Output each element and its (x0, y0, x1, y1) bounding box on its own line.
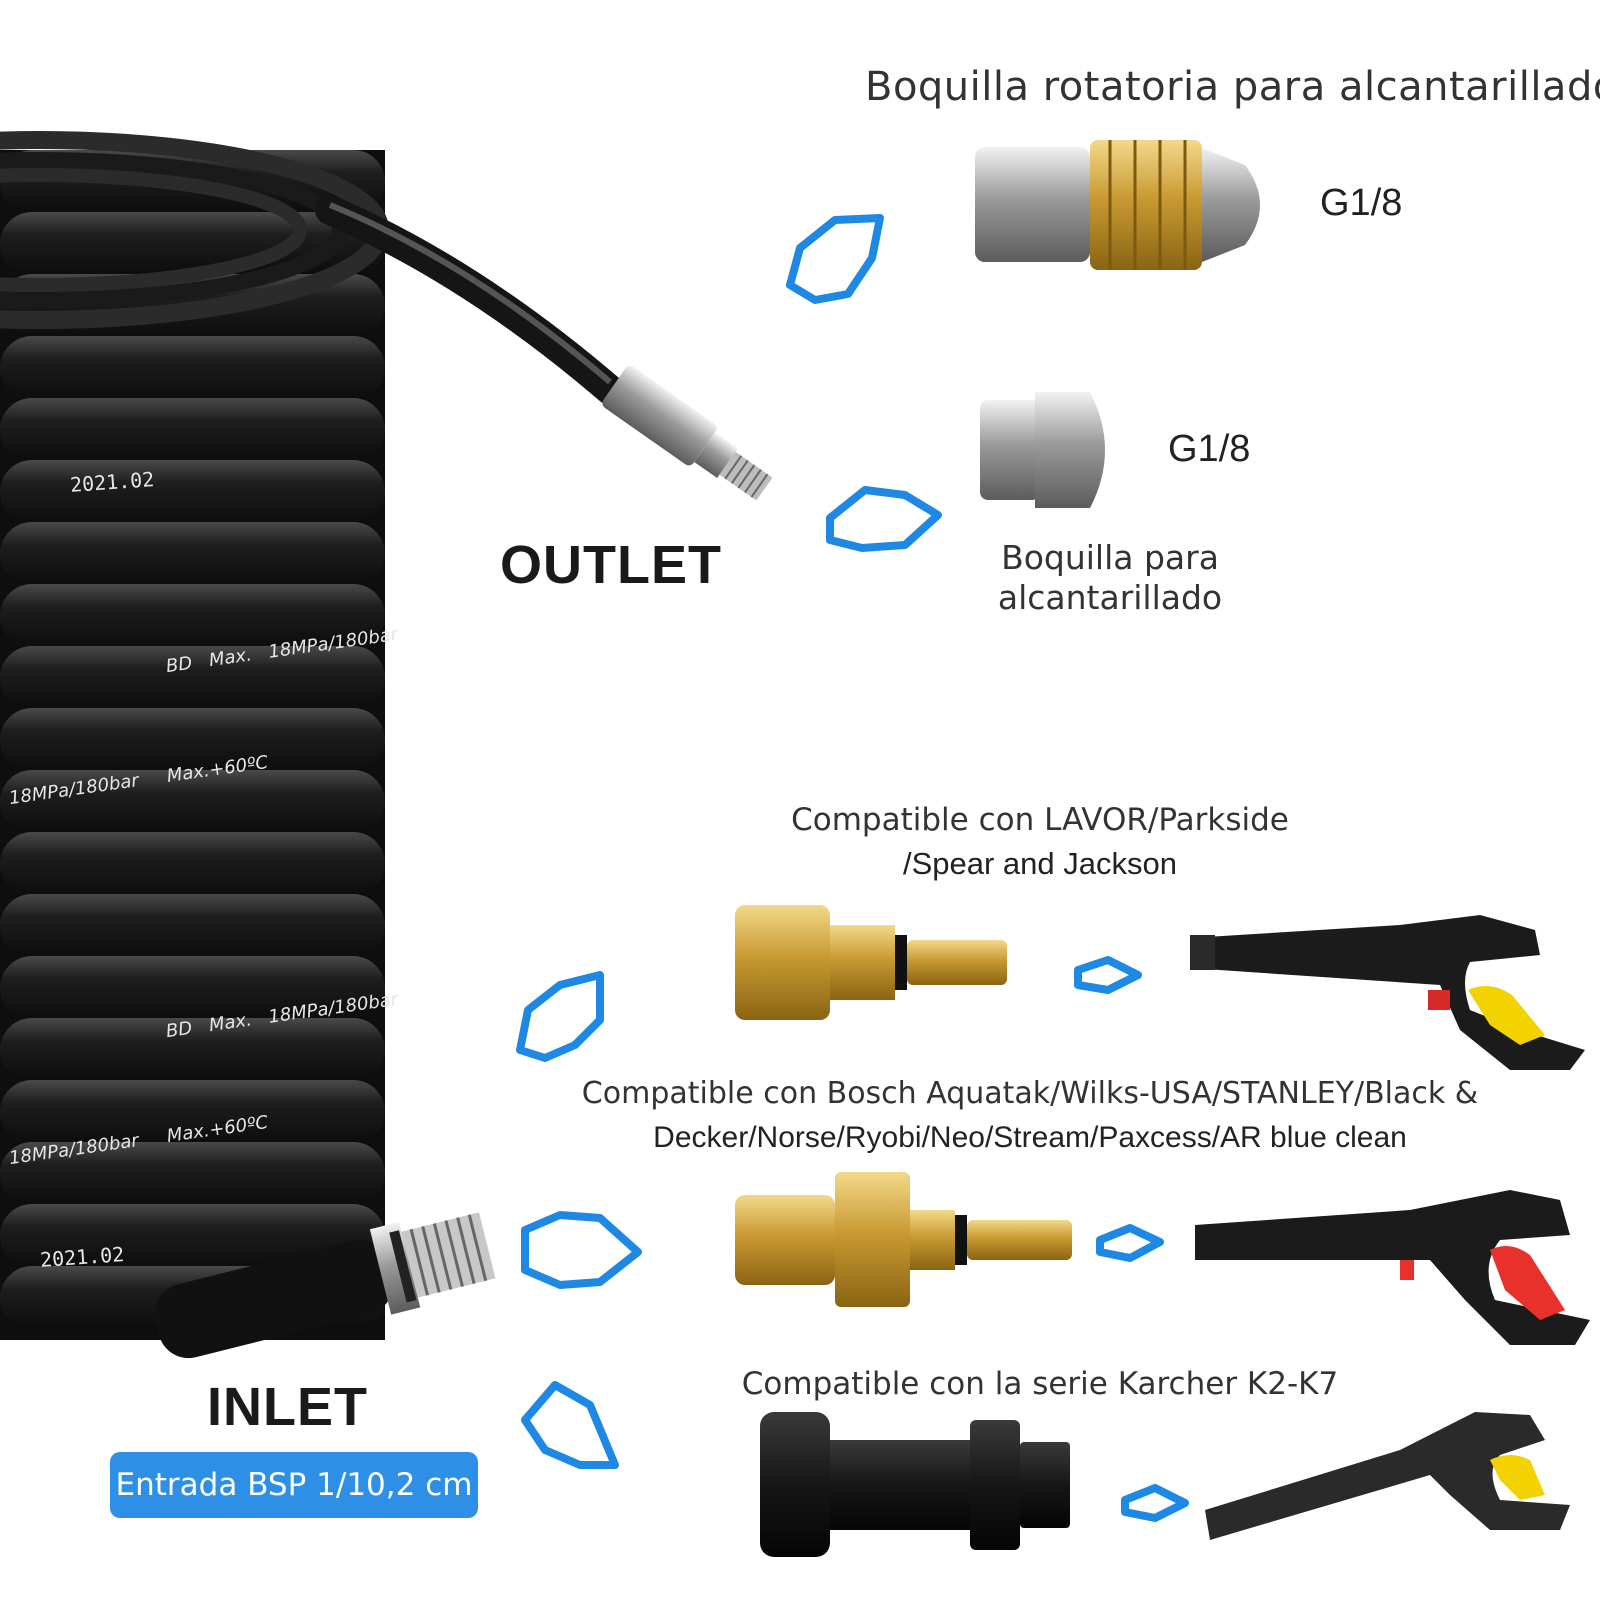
hose-brand: BD (164, 652, 194, 678)
adapter-2-caption-line2: Decker/Norse/Ryobi/Neo/Stream/Paxcess/AR… (653, 1121, 1407, 1154)
sewer-nozzle-caption: Boquilla para alcantarillado (960, 538, 1260, 618)
adapter-1-caption-line2: /Spear and Jackson (902, 846, 1177, 881)
outlet-label: OUTLET (500, 535, 722, 595)
sewer-nozzle-thread: G1/8 (1168, 428, 1251, 470)
sewer-nozzle-icon (980, 392, 1105, 508)
adapter-1-caption-line1: Compatible con LAVOR/Parkside (791, 802, 1289, 838)
outlet-fitting-icon (602, 365, 773, 501)
spray-gun-icon (1190, 915, 1585, 1070)
karcher-adapter-icon (760, 1412, 1070, 1557)
inlet-fitting-icon (154, 1212, 496, 1359)
adapter-3-caption: Compatible con la serie Karcher K2-K7 (741, 1366, 1339, 1402)
spray-gun-icon (1205, 1412, 1570, 1540)
hose-brand: BD (164, 1017, 194, 1043)
inlet-label: INLET (207, 1377, 368, 1437)
adapter-1-caption: Compatible con LAVOR/Parkside /Spear and… (740, 798, 1340, 886)
inlet-badge: Entrada BSP 1/10,2 cm (110, 1452, 478, 1518)
rotary-nozzle-icon (975, 140, 1260, 270)
hose-coil-icon (0, 131, 625, 1340)
sewer-nozzle-caption-line1: Boquilla para (1001, 538, 1219, 577)
brass-adapter-icon (735, 1172, 1072, 1307)
outline-arrow-icon (516, 214, 1189, 1522)
sewer-nozzle-caption-line2: alcantarillado (997, 578, 1223, 617)
spray-gun-icon (1195, 1190, 1590, 1345)
rotary-nozzle-thread: G1/8 (1320, 182, 1403, 224)
rotary-nozzle-title: Boquilla rotatoria para alcantarillado (865, 64, 1600, 110)
brass-adapter-icon (735, 905, 1007, 1020)
adapter-2-caption-line1: Compatible con Bosch Aquatak/Wilks-USA/S… (581, 1076, 1479, 1111)
adapter-2-caption: Compatible con Bosch Aquatak/Wilks-USA/S… (545, 1072, 1515, 1160)
